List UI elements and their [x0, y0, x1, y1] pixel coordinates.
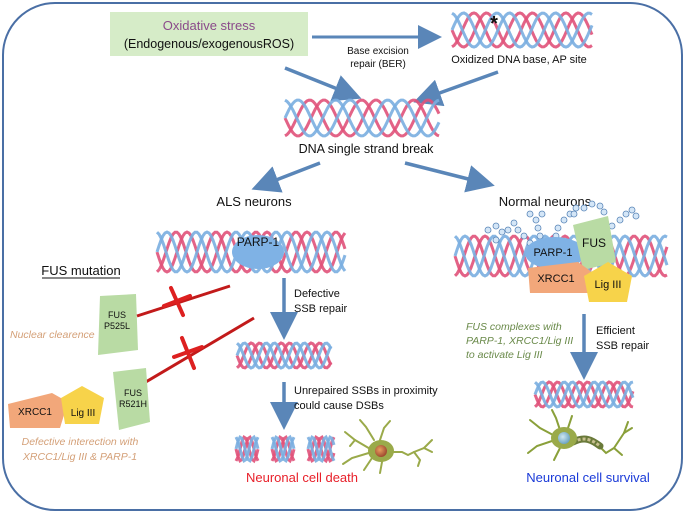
blocked-line-r521h — [138, 316, 255, 388]
dna-helix-ssb — [283, 98, 441, 138]
als-defective-line2: SSB repair — [294, 303, 348, 315]
neuronal-cell-death-label: Neuronal cell death — [246, 470, 358, 485]
defective-interaction-line2: XRCC1/Lig III & PARP-1 — [22, 451, 137, 463]
efficient-repair-line1: Efficient — [596, 325, 635, 337]
parp1-normal-label: PARP-1 — [534, 247, 573, 259]
arrow-oxidized-to-ssb — [413, 70, 499, 107]
nuclear-clearence-label: Nuclear clearence — [10, 329, 95, 341]
als-unrepaired-line1: Unrepaired SSBs in proximity — [294, 385, 438, 397]
fus-complex-line2: PARP-1, XRCC1/Lig III — [466, 335, 573, 347]
arrow-ssb-to-als — [251, 161, 321, 193]
parp1-normal-protein — [525, 237, 585, 269]
als-unrepaired-line2: could cause DSBs — [294, 400, 384, 412]
blocked-line-p525l — [136, 284, 231, 318]
efficient-repair-line2: SSB repair — [596, 340, 650, 352]
ber-label-line1: Base excision — [347, 46, 409, 57]
outer-frame — [2, 2, 683, 511]
cross-mark-icon — [172, 336, 204, 370]
neuron-healthy-icon — [527, 409, 633, 461]
parp1-als-protein — [232, 235, 284, 269]
dna-helix-oxidized — [450, 11, 594, 49]
fus-normal-label: FUS — [582, 236, 606, 250]
cross-mark-icon — [162, 286, 192, 317]
arrow-ssb-to-normal — [404, 161, 495, 193]
dna-helix-als-unrepaired — [235, 341, 333, 370]
dna-fragments-dsb — [234, 434, 336, 464]
xrcc1-normal-label: XRCC1 — [537, 273, 574, 285]
normal-neurons-title: Normal neurons — [499, 194, 592, 209]
fus-p525l-protein — [98, 294, 138, 355]
lig3-normal-protein — [584, 262, 632, 302]
oxidized-dna-label: Oxidized DNA base, AP site — [451, 54, 587, 66]
dna-helix-repaired — [533, 380, 635, 409]
fus-p525l-line1: FUS — [108, 310, 126, 320]
dna-ssb-label: DNA single strand break — [299, 142, 435, 156]
lig3-mutant-label: Lig III — [71, 408, 95, 419]
als-neurons-title: ALS neurons — [216, 194, 292, 209]
als-defective-line1: Defective — [294, 288, 340, 300]
neuron-dying-icon — [342, 419, 433, 474]
defective-interaction-line1: Defective interection with — [22, 436, 139, 448]
fus-mutation-title: FUS mutation — [41, 263, 120, 278]
fus-r521h-line1: FUS — [124, 388, 142, 398]
parp1-als-label: PARP-1 — [237, 235, 280, 249]
oxidized-asterisk: * — [490, 13, 498, 35]
xrcc1-mutant-protein — [8, 393, 68, 428]
lig3-mutant-protein — [61, 386, 104, 424]
arrow-stress-to-ssb — [284, 66, 362, 102]
ber-label-line2: repair (BER) — [350, 59, 406, 70]
fus-complex-line3: to activate Lig III — [466, 349, 543, 361]
xrcc1-normal-protein — [528, 262, 600, 293]
fus-r521h-protein — [113, 368, 150, 430]
oxidative-stress-title: Oxidative stress — [163, 18, 256, 33]
neuronal-cell-survival-label: Neuronal cell survival — [526, 470, 650, 485]
xrcc1-mutant-label: XRCC1 — [18, 407, 52, 418]
fus-complex-line1: FUS complexes with — [466, 321, 562, 333]
oxidative-stress-subtitle: (Endogenous/exogenousROS) — [124, 37, 294, 51]
oxidative-stress-box — [110, 12, 308, 56]
fus-r521h-line2: R521H — [119, 399, 147, 409]
par-chain-beads — [484, 200, 640, 247]
lig3-normal-label: Lig III — [595, 279, 622, 291]
fus-normal-protein — [573, 216, 616, 270]
fus-p525l-line2: P525L — [104, 321, 130, 331]
